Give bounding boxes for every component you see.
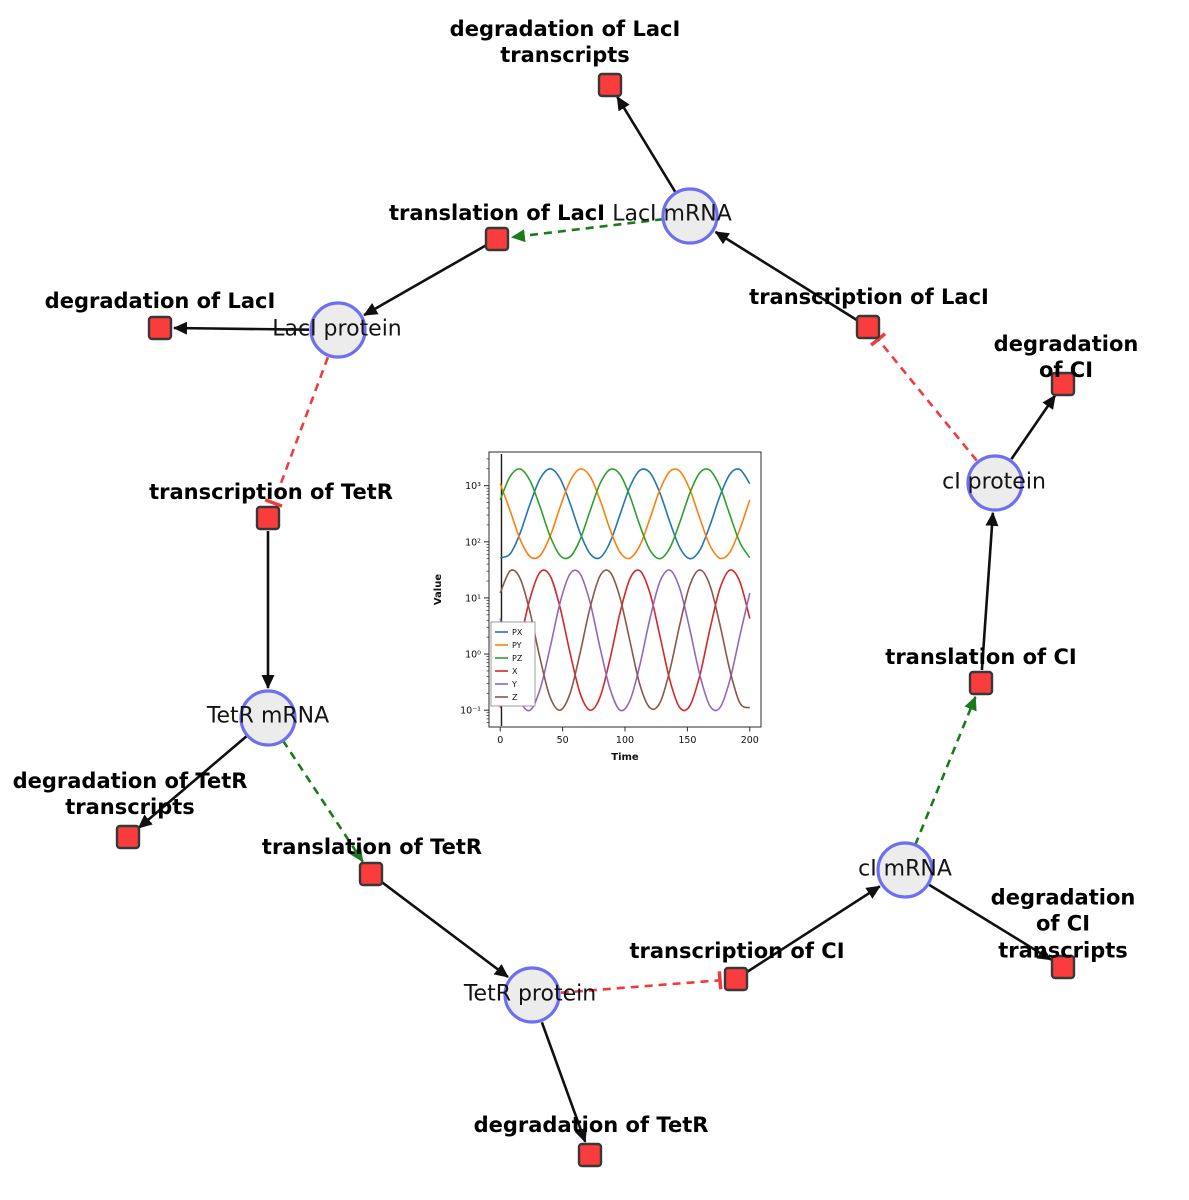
svg-text:10⁻¹: 10⁻¹ (460, 706, 481, 717)
species-label-lacI-mrna: LacI mRNA (612, 201, 732, 227)
reaction-node-transcription-of-cI (723, 966, 749, 992)
reaction-label-degradation-of-tetR: degradation of TetR (473, 1112, 709, 1137)
svg-text:Time: Time (611, 752, 639, 762)
svg-text:Y: Y (511, 680, 517, 689)
edge-cI-protein-to-deg-cI (1010, 394, 1057, 460)
reaction-node-degradation-of-cI-transcripts (1050, 954, 1076, 980)
edge-cI-protein-inhibits-transcription-lacI (870, 332, 978, 462)
svg-text:150: 150 (678, 735, 696, 746)
edge-lacI-mrna-to-translation-lacI (510, 217, 664, 243)
edge-lacI-mrna-to-deg-lacI-transcripts (616, 96, 678, 194)
reaction-label-translation-of-lacI: translation of LacI (389, 200, 605, 225)
reaction-label-degradation-of-cI: degradation of CI (993, 331, 1139, 382)
edge-translation-cI-to-cI-protein (980, 511, 999, 671)
species-node-tetR-protein (503, 966, 561, 1024)
reaction-label-transcription-of-tetR: transcription of TetR (149, 479, 393, 504)
svg-text:100: 100 (616, 735, 634, 746)
reaction-node-translation-of-tetR (358, 861, 384, 887)
reaction-node-transcription-of-lacI (855, 314, 881, 340)
edge-cI-mrna-to-deg-cI-transcripts (927, 882, 1052, 961)
svg-text:X: X (512, 667, 518, 676)
species-node-tetR-mrna (239, 689, 297, 747)
species-nodes (239, 187, 1024, 1024)
reaction-label-degradation-of-cI-transcripts: degradation of CI transcripts (990, 885, 1136, 963)
reaction-label-degradation-of-tetR-transcripts: degradation of TetR transcripts (12, 768, 248, 819)
edge-tetR-mrna-to-translation-tetR (281, 739, 364, 863)
reaction-label-transcription-of-lacI: transcription of LacI (749, 284, 989, 309)
svg-text:PZ: PZ (512, 654, 523, 663)
edge-translation-tetR-to-tetR-protein (380, 880, 509, 979)
species-label-lacI-protein: LacI protein (272, 316, 402, 342)
edge-cI-mrna-to-translation-cI (913, 695, 977, 846)
svg-text:10²: 10² (465, 537, 481, 548)
reaction-node-degradation-of-lacI (147, 315, 173, 341)
species-node-lacI-mrna (661, 187, 719, 245)
reaction-label-transcription-of-cI: transcription of CI (629, 938, 845, 963)
species-label-tetR-mrna: TetR mRNA (206, 703, 330, 729)
species-node-cI-protein (966, 454, 1024, 512)
svg-text:10¹: 10¹ (465, 593, 481, 604)
reaction-node-degradation-of-cI (1050, 371, 1076, 397)
reaction-nodes (115, 72, 1076, 1168)
edge-transcription-lacI-to-lacI-mrna (714, 230, 858, 322)
svg-text:50: 50 (557, 735, 569, 746)
reaction-node-degradation-of-tetR (577, 1142, 603, 1168)
edge-lacI-protein-inhibits-transcription-tetR (264, 356, 330, 508)
species-label-cI-protein: cI protein (942, 469, 1046, 495)
svg-text:Value: Value (433, 574, 444, 605)
edge-transcription-cI-to-cI-mrna (746, 885, 881, 974)
reaction-label-translation-of-tetR: translation of TetR (261, 834, 483, 859)
svg-text:10⁰: 10⁰ (465, 650, 481, 661)
species-label-cI-mrna: cI mRNA (858, 856, 952, 882)
edge-lacI-protein-to-deg-lacI (173, 321, 310, 335)
svg-text:Z: Z (512, 693, 518, 702)
edges (137, 96, 1057, 1143)
reaction-label-degradation-of-lacI: degradation of LacI (44, 288, 276, 313)
edge-tetR-protein-inhibits-transcription-cI (560, 971, 723, 994)
species-label-tetR-protein: TetR protein (463, 981, 597, 1007)
reaction-node-translation-of-cI (968, 670, 994, 696)
species-node-cI-mrna (876, 841, 934, 899)
svg-text:0: 0 (497, 735, 503, 746)
reaction-node-degradation-of-tetR-transcripts (115, 824, 141, 850)
reaction-node-degradation-of-lacI-transcripts (597, 72, 623, 98)
svg-text:PY: PY (512, 641, 522, 650)
edge-translation-lacI-to-lacI-protein (363, 244, 487, 317)
reaction-label-translation-of-cI: translation of CI (885, 644, 1077, 669)
svg-text:200: 200 (741, 735, 759, 746)
edge-tetR-mrna-to-deg-tetR-transcripts (137, 734, 249, 829)
reaction-node-transcription-of-tetR (255, 505, 281, 531)
reaction-node-translation-of-lacI (484, 226, 510, 252)
edge-tetR-protein-to-deg-tetR (540, 1021, 587, 1143)
svg-text:PX: PX (512, 628, 523, 637)
species-node-lacI-protein (309, 301, 367, 359)
svg-text:10³: 10³ (465, 481, 481, 492)
reaction-label-degradation-of-lacI-transcripts: degradation of LacI transcripts (449, 16, 681, 67)
